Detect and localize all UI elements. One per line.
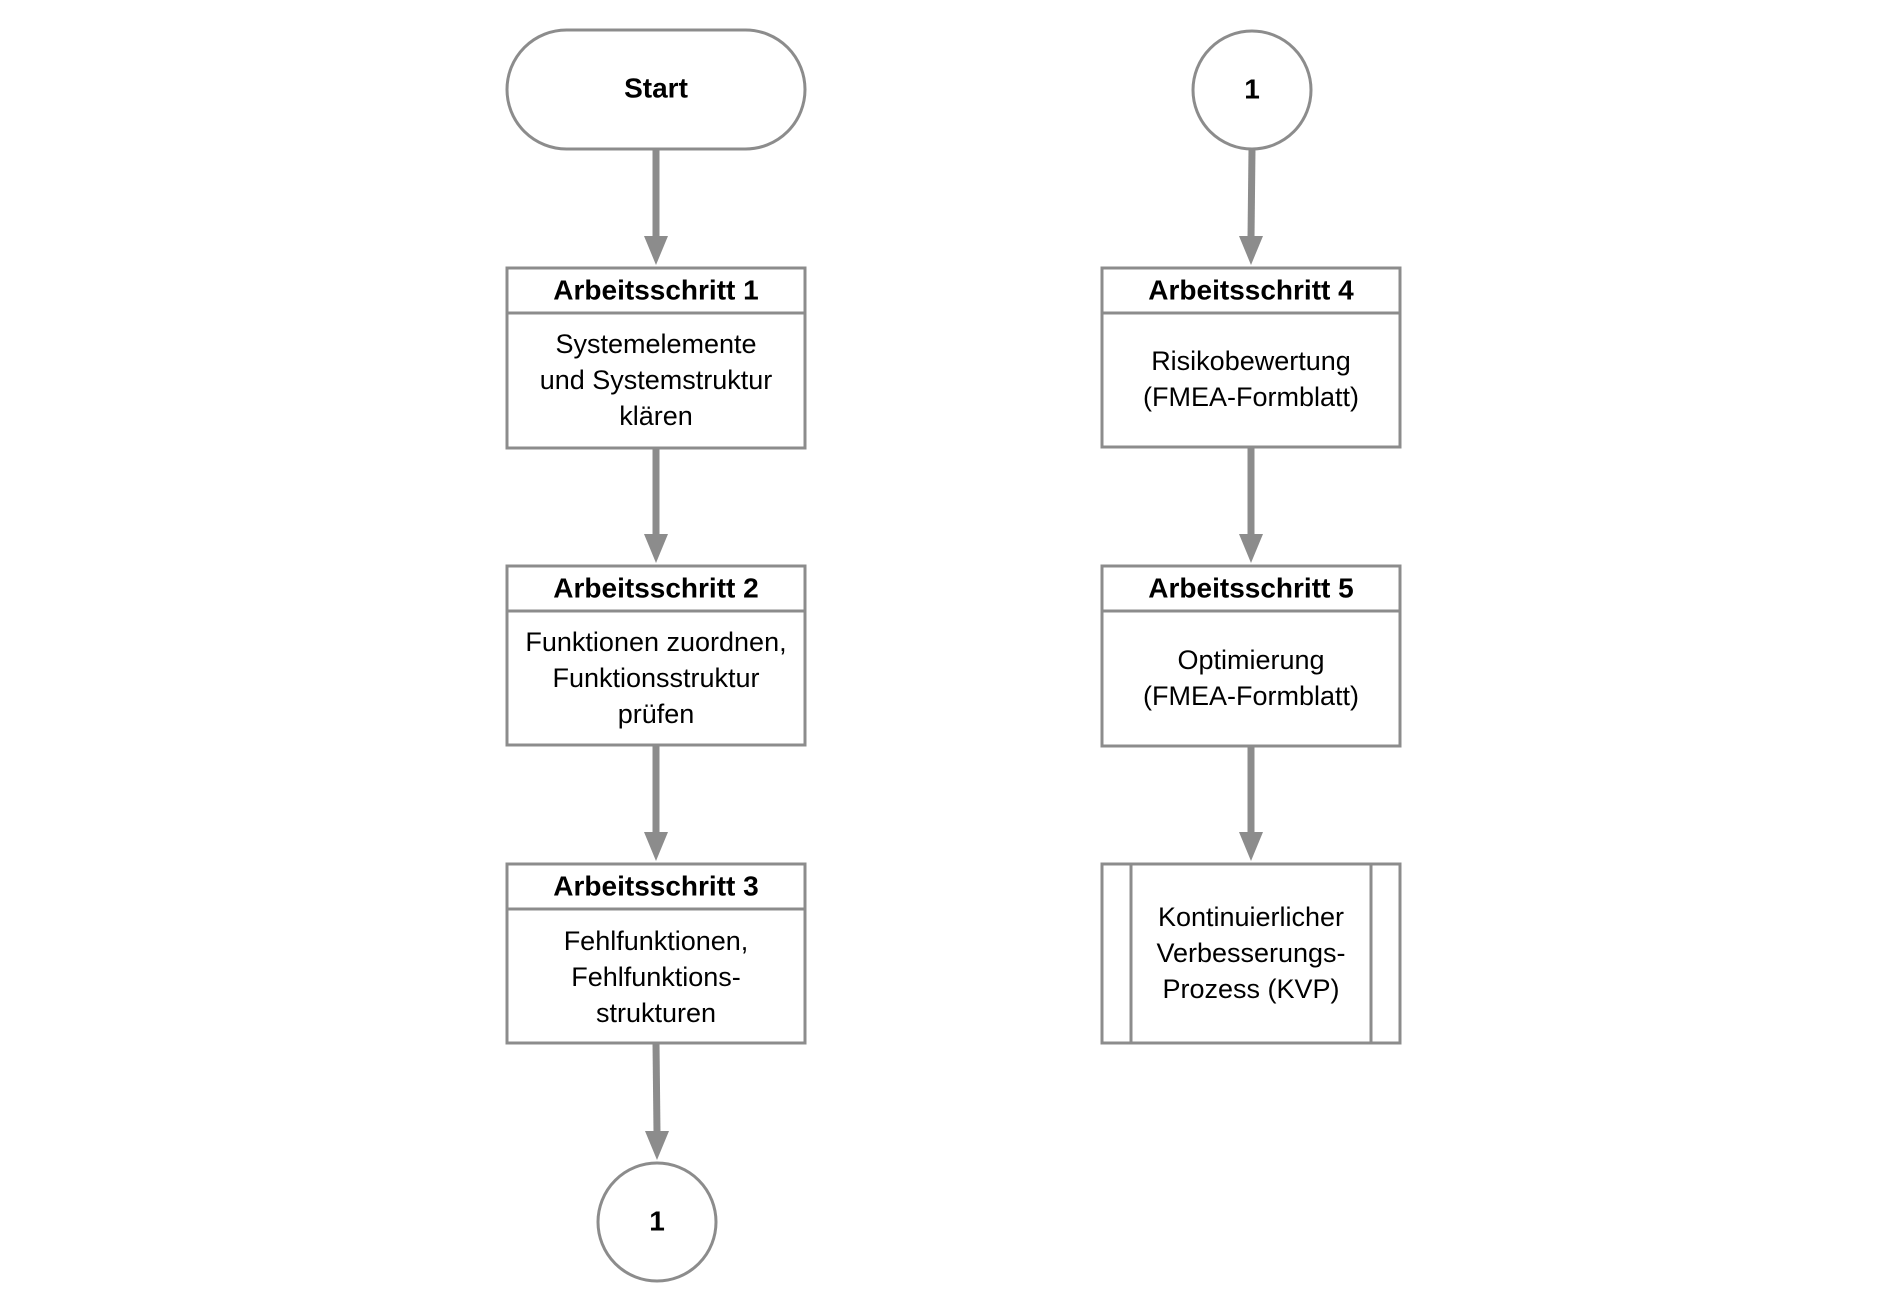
kvp-line-1: Kontinuierlicher	[1158, 902, 1344, 932]
step-2-line-3: prüfen	[618, 699, 695, 729]
kvp-process-box: Kontinuierlicher Verbesserungs- Prozess …	[1100, 862, 1402, 1045]
kvp-line-2: Verbesserungs-	[1156, 938, 1345, 968]
step-1-line-3: klären	[619, 401, 693, 431]
step-4-line-1: Risikobewertung	[1151, 346, 1351, 376]
start-terminator: Start	[505, 28, 807, 151]
arrow-step-2-to-step-3	[644, 745, 668, 861]
step-1-line-1: Systemelemente	[555, 329, 756, 359]
step-2-box: Arbeitsschritt 2 Funktionen zuordnen, Fu…	[505, 564, 807, 747]
step-5-title: Arbeitsschritt 5	[1148, 572, 1353, 603]
step-3-title: Arbeitsschritt 3	[553, 870, 758, 901]
step-4-title: Arbeitsschritt 4	[1148, 274, 1354, 305]
arrow-step-5-to-process	[1239, 746, 1263, 861]
step-5-line-2: (FMEA-Formblatt)	[1143, 681, 1359, 711]
arrow-step-3-to-connector	[645, 1042, 669, 1160]
step-1-box: Arbeitsschritt 1 Systemelemente und Syst…	[505, 266, 807, 450]
step-3-line-2: Fehlfunktions-	[571, 962, 741, 992]
step-3-line-1: Fehlfunktionen,	[564, 926, 749, 956]
connector-out-label: 1	[649, 1205, 665, 1236]
kvp-line-3: Prozess (KVP)	[1162, 974, 1339, 1004]
connector-out: 1	[596, 1161, 718, 1283]
arrow-step-4-to-step-5	[1239, 447, 1263, 563]
connector-in-label: 1	[1244, 73, 1260, 104]
step-2-line-2: Funktionsstruktur	[552, 663, 759, 693]
step-2-title: Arbeitsschritt 2	[553, 572, 758, 603]
step-2-line-1: Funktionen zuordnen,	[525, 627, 786, 657]
step-1-line-2: und Systemstruktur	[540, 365, 773, 395]
start-label: Start	[624, 72, 688, 103]
connector-in: 1	[1191, 29, 1313, 151]
arrow-connector-to-step-4	[1239, 148, 1263, 265]
step-4-line-2: (FMEA-Formblatt)	[1143, 382, 1359, 412]
step-3-line-3: strukturen	[596, 998, 716, 1028]
step-5-line-1: Optimierung	[1177, 645, 1324, 675]
step-1-title: Arbeitsschritt 1	[553, 274, 758, 305]
arrow-step-1-to-step-2	[644, 448, 668, 563]
step-5-box: Arbeitsschritt 5 Optimierung (FMEA-Formb…	[1100, 564, 1402, 748]
step-3-box: Arbeitsschritt 3 Fehlfunktionen, Fehlfun…	[505, 862, 807, 1045]
arrow-start-to-step-1	[644, 149, 668, 265]
step-4-box: Arbeitsschritt 4 Risikobewertung (FMEA-F…	[1100, 266, 1402, 449]
